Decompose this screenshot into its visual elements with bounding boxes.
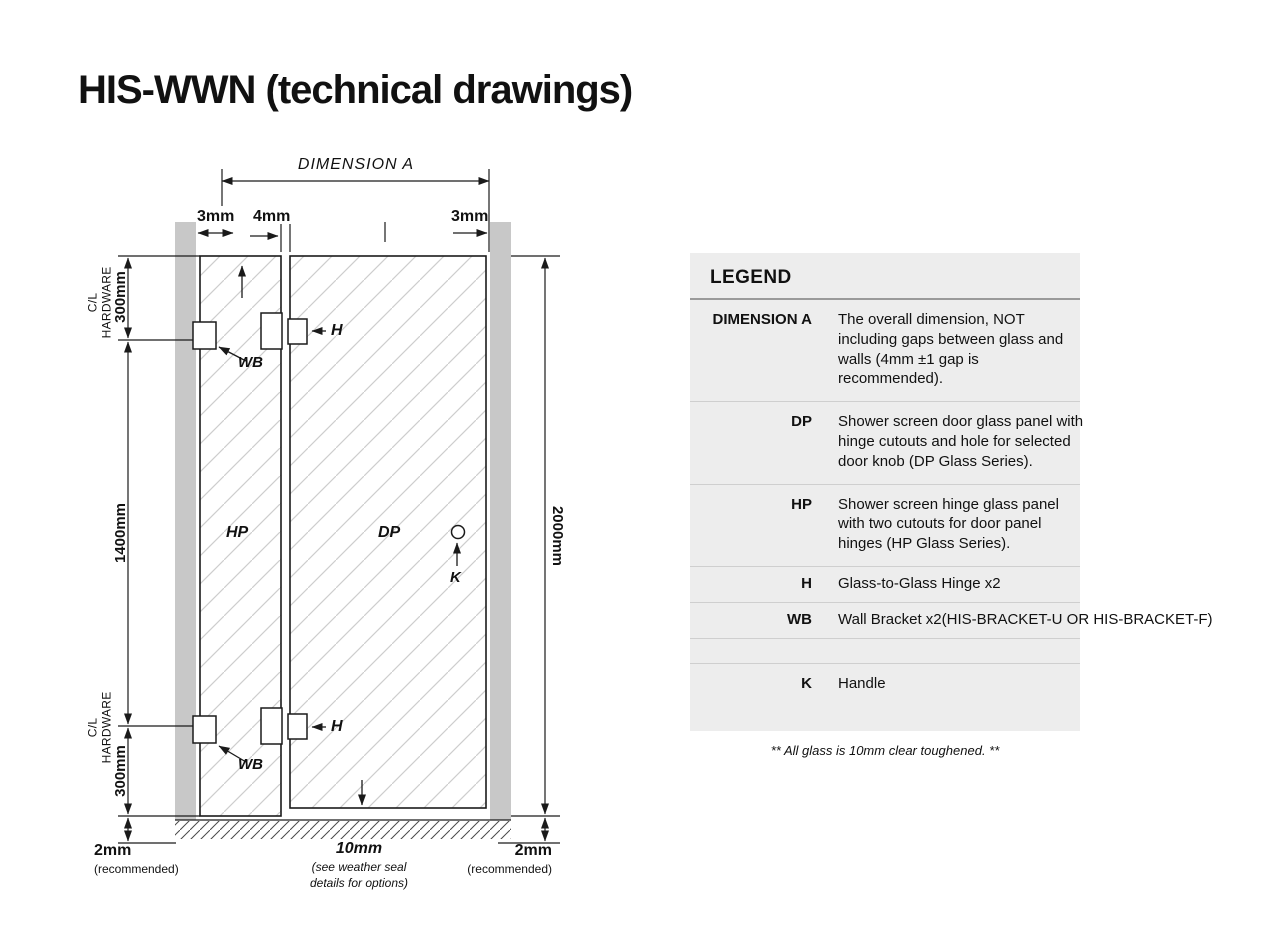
legend-row-dp: DP Shower screen door glass panel with h… <box>690 401 1083 483</box>
floor-gap-right-note: (recommended) <box>467 862 552 876</box>
floor-gap-left-value: 2mm <box>94 842 132 859</box>
legend-description: Wall Bracket x2(HIS-BRACKET-U OR HIS-BRA… <box>838 610 1213 628</box>
wall-bracket-top <box>192 321 217 350</box>
hinge-bottom <box>260 707 308 745</box>
floor-gap-right: 2mm (recommended) <box>440 842 552 878</box>
legend-spacer <box>690 637 1080 663</box>
cl-hardware-bottom-label: C/L HARDWARE <box>85 691 114 764</box>
legend-description: Handle <box>838 674 886 692</box>
legend-panel: LEGEND DIMENSION A The overall dimension… <box>690 253 1213 731</box>
wall-bracket-bottom <box>192 715 217 744</box>
right-dimension-chain <box>498 255 560 844</box>
legend-row-dimension-a: DIMENSION A The overall dimension, NOT i… <box>690 300 1080 401</box>
dimension-a-lines <box>221 169 490 252</box>
hp-panel-label: HP <box>226 524 249 541</box>
dimension-a-label: DIMENSION A <box>297 156 415 173</box>
gap-3mm-left-label: 3mm <box>197 208 235 225</box>
legend-row-wb: WB Wall Bracket x2(HIS-BRACKET-U OR HIS-… <box>690 601 1213 638</box>
gap-3mm-right-label: 3mm <box>451 208 489 225</box>
legend-row-hp: HP Shower screen hinge glass panel with … <box>690 483 1080 566</box>
hinge-top <box>260 312 308 350</box>
legend-row-k: K Handle <box>690 662 1080 706</box>
legend-description: Shower screen hinge glass panel with two… <box>838 495 1059 553</box>
dim-300mm-top-label: 300mm <box>112 271 129 323</box>
legend-note: ** All glass is 10mm clear toughened. ** <box>770 743 1000 758</box>
dim-1400mm-label: 1400mm <box>112 502 129 564</box>
legend-description: Shower screen door glass panel with hing… <box>838 413 1084 470</box>
floor-gap-center: 10mm (see weather seal details for optio… <box>276 840 442 891</box>
handle-hole <box>450 524 466 540</box>
page-title: HIS-WWN (technical drawings) <box>78 68 633 112</box>
floor-gap-center-note: (see weather seal details for options) <box>309 860 409 890</box>
handle-label: K <box>450 569 461 586</box>
gap-4mm-label: 4mm <box>253 208 291 225</box>
dim-300mm-bottom-label: 300mm <box>112 745 129 797</box>
left-dimension-chain <box>118 255 200 844</box>
legend-term: DIMENSION A <box>712 311 812 328</box>
hinge-bottom-label: H <box>331 718 343 735</box>
floor-gap-left: 2mm (recommended) <box>94 842 179 878</box>
floor <box>175 819 511 839</box>
hinge-top-label: H <box>331 322 343 339</box>
legend-row-h: H Glass-to-Glass Hinge x2 <box>690 565 1080 602</box>
wall-left <box>175 222 196 820</box>
floor-gap-right-value: 2mm <box>514 842 552 859</box>
floor-gap-left-note: (recommended) <box>94 862 179 876</box>
legend-term: WB <box>787 610 812 628</box>
legend-description: The overall dimension, NOT including gap… <box>838 311 1064 388</box>
legend-title: LEGEND <box>690 253 1080 300</box>
dim-2000mm-label: 2000mm <box>549 505 566 567</box>
pointer-arrows <box>218 265 461 806</box>
legend-term: K <box>801 674 812 692</box>
floor-gap-center-value: 10mm <box>335 840 383 857</box>
cl-hardware-top-label: C/L HARDWARE <box>85 266 114 339</box>
wall-bracket-bottom-label: WB <box>238 756 263 773</box>
top-gap-dimensions <box>197 222 488 252</box>
legend-term: HP <box>791 495 812 513</box>
wall-bracket-top-label: WB <box>238 354 263 371</box>
dp-panel-label: DP <box>378 524 401 541</box>
technical-drawing <box>118 169 560 844</box>
wall-right <box>490 222 511 820</box>
legend-description: Glass-to-Glass Hinge x2 <box>838 574 1001 592</box>
legend-term: H <box>801 574 812 592</box>
legend-term: DP <box>791 413 812 431</box>
